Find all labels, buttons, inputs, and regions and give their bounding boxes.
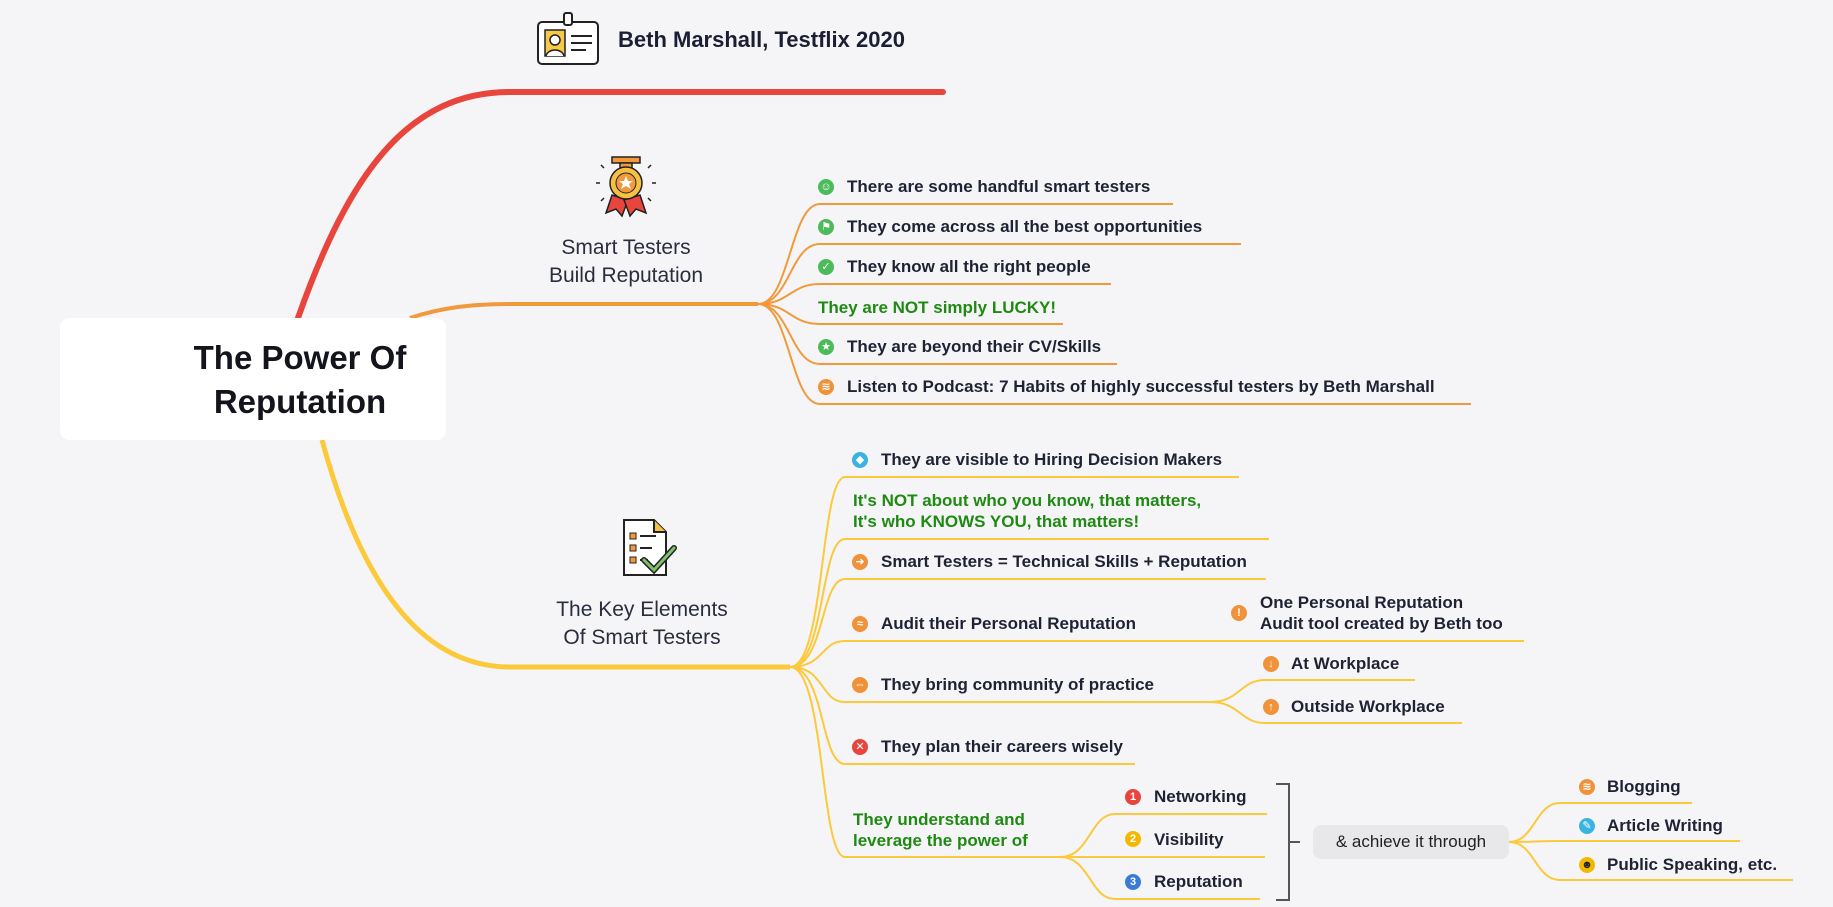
diamond-icon: ◆ bbox=[852, 452, 868, 468]
medal-icon bbox=[596, 156, 656, 218]
rss-icon: ≋ bbox=[1579, 779, 1595, 795]
branch2-not-about-line2[interactable]: It's who KNOWS YOU, that matters! bbox=[853, 512, 1140, 531]
audit-tool-line2[interactable]: Audit tool created by Beth too bbox=[1260, 614, 1503, 633]
branch1-title-line2: Build Reputation bbox=[548, 264, 704, 287]
branch1-item-5[interactable]: They are beyond their CV/Skills bbox=[847, 337, 1102, 356]
branch1-item-1[interactable]: There are some handful smart testers bbox=[847, 177, 1151, 196]
branch1-title-line1: Smart Testers bbox=[561, 236, 691, 259]
public-speaking[interactable]: Public Speaking, etc. bbox=[1607, 855, 1778, 874]
approx-icon: ≈ bbox=[852, 616, 868, 632]
star-icon: ★ bbox=[818, 339, 834, 355]
checklist-icon bbox=[623, 519, 677, 576]
audit-tool-line1[interactable]: One Personal Reputation bbox=[1260, 593, 1464, 612]
smile-icon: ☻ bbox=[1579, 857, 1595, 873]
branch2-equation[interactable]: Smart Testers = Technical Skills + Reput… bbox=[881, 552, 1247, 571]
branch2-visible[interactable]: They are visible to Hiring Decision Make… bbox=[881, 450, 1223, 469]
central-title-line2: Reputation bbox=[213, 383, 387, 420]
yellow-branch-line bbox=[319, 439, 790, 670]
pencil-icon: ✎ bbox=[1579, 818, 1595, 834]
arrow-up-icon: ↑ bbox=[1263, 699, 1279, 715]
central-topic[interactable]: The Power Of Reputation bbox=[60, 318, 446, 440]
cross-icon: ✕ bbox=[852, 739, 868, 755]
networking[interactable]: Networking bbox=[1154, 787, 1247, 806]
branch2-title-line2: Of Smart Testers bbox=[563, 626, 721, 649]
id-card-icon bbox=[537, 12, 599, 65]
central-title-line1: The Power Of bbox=[193, 339, 407, 376]
exchange-icon: ⇔ bbox=[852, 677, 868, 693]
number-3-icon: 3 bbox=[1125, 874, 1141, 890]
branch1-item-2[interactable]: They come across all the best opportunit… bbox=[847, 217, 1203, 236]
branch-smart-testers[interactable]: Smart Testers Build Reputation bbox=[521, 234, 731, 290]
achieve-summary[interactable]: & achieve it through bbox=[1313, 825, 1509, 859]
central-title: The Power Of Reputation bbox=[180, 336, 420, 424]
article-writing[interactable]: Article Writing bbox=[1607, 816, 1723, 835]
reputation[interactable]: Reputation bbox=[1154, 872, 1243, 891]
outside-workplace[interactable]: Outside Workplace bbox=[1291, 697, 1445, 716]
top-branch-label[interactable]: Beth Marshall, Testflix 2020 bbox=[618, 27, 905, 52]
branch2-not-about-line1[interactable]: It's NOT about who you know, that matter… bbox=[853, 491, 1202, 510]
branch1-item-3[interactable]: They know all the right people bbox=[847, 257, 1091, 276]
number-2-icon: 2 bbox=[1125, 831, 1141, 847]
number-1-icon: 1 bbox=[1125, 789, 1141, 805]
branch2-community[interactable]: They bring community of practice bbox=[881, 675, 1154, 694]
blogging[interactable]: Blogging bbox=[1607, 777, 1681, 796]
leverage-line1[interactable]: They understand and bbox=[853, 810, 1025, 829]
arrow-down-icon: ↓ bbox=[1263, 656, 1279, 672]
exclamation-icon: ! bbox=[1231, 605, 1247, 621]
branch1-item-6[interactable]: Listen to Podcast: 7 Habits of highly su… bbox=[847, 377, 1435, 396]
arrow-right-icon: ➜ bbox=[852, 554, 868, 570]
check-icon: ✓ bbox=[818, 259, 834, 275]
branch1-sub-lines bbox=[757, 203, 1471, 405]
orange-branch-line bbox=[409, 302, 758, 320]
at-workplace[interactable]: At Workplace bbox=[1291, 654, 1400, 673]
branch2-careers[interactable]: They plan their careers wisely bbox=[881, 737, 1123, 756]
branch1-item-4[interactable]: They are NOT simply LUCKY! bbox=[818, 298, 1057, 317]
branch2-sub-lines bbox=[789, 476, 1793, 900]
person-icon: ☺ bbox=[818, 179, 834, 195]
visibility[interactable]: Visibility bbox=[1154, 830, 1224, 849]
branch-key-elements[interactable]: The Key Elements Of Smart Testers bbox=[536, 596, 748, 652]
summary-bracket bbox=[1276, 783, 1300, 901]
red-branch-line bbox=[295, 89, 946, 321]
flag-icon: ⚑ bbox=[818, 219, 834, 235]
branch2-audit[interactable]: Audit their Personal Reputation bbox=[881, 614, 1137, 633]
branch2-title-line1: The Key Elements bbox=[556, 598, 728, 621]
rss-icon: ≋ bbox=[818, 379, 834, 395]
leverage-line2[interactable]: leverage the power of bbox=[853, 831, 1028, 850]
